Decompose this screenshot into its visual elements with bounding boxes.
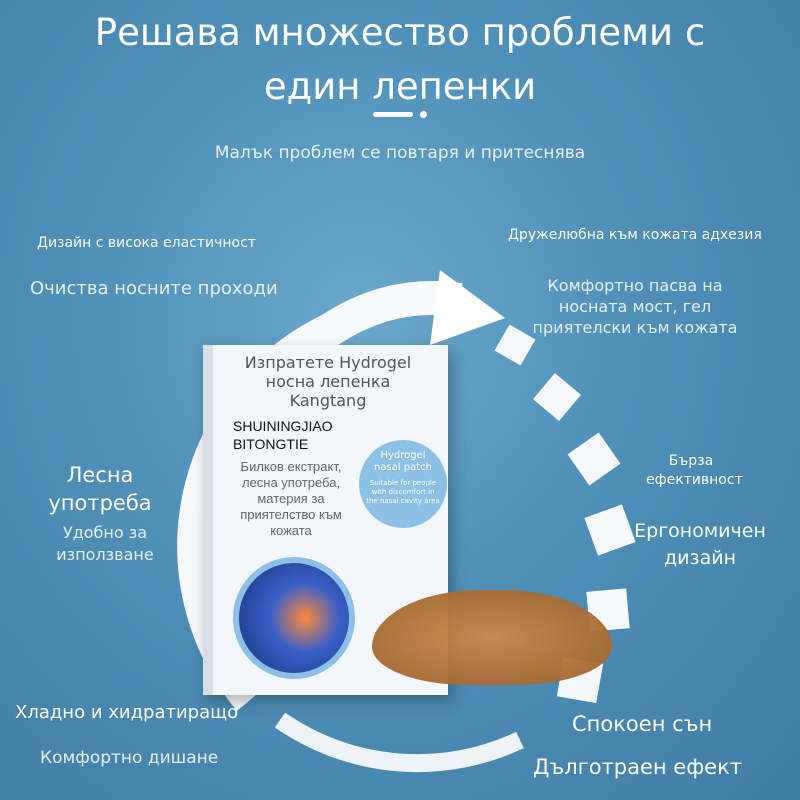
- badge-title: Hydrogel nasal patch: [374, 450, 432, 473]
- product-brand: SHUININGJIAO BITONGTIE: [233, 418, 333, 452]
- divider-dot: [420, 111, 427, 118]
- product-description: Билков екстракт, лесна употреба, материя…: [240, 459, 342, 538]
- feature-clears: Очиства носните проходи: [30, 278, 278, 299]
- feature-convenient: Удобно за използване: [56, 523, 154, 564]
- subtitle: Малък проблем се повтаря и притеснява: [214, 143, 586, 163]
- headline: Решава множество проблеми с един лепенки: [94, 11, 706, 108]
- feature-breathing: Комфортно дишане: [40, 748, 219, 768]
- feature-cool: Хладно и хидратиращо: [15, 702, 239, 723]
- divider: [373, 112, 413, 117]
- feature-adhesion: Дружелюбна към кожата адхезия: [508, 227, 762, 243]
- feature-fits: Комфортно пасва на носната мост, гел при…: [532, 276, 738, 337]
- feature-sleep: Спокоен сън: [572, 712, 713, 736]
- feature-lasting: Дълготраен ефект: [533, 755, 743, 779]
- feature-fast: Бърза ефективност: [646, 453, 743, 488]
- feature-ergonomic: Ергономичен дизайн: [634, 520, 766, 569]
- badge-text: Suitable for people with discomfort in t…: [366, 479, 440, 505]
- nasal-patch-image: [372, 590, 612, 685]
- nose-illustration: [233, 557, 355, 679]
- feature-easy: Лесна употреба: [48, 463, 152, 515]
- product-name: Изпратете Hydrogel носна лепенка Kangtan…: [244, 353, 412, 410]
- product-badge: Hydrogel nasal patch Suitable for people…: [359, 440, 447, 528]
- feature-elasticity: Дизайн с висока еластичност: [37, 235, 256, 251]
